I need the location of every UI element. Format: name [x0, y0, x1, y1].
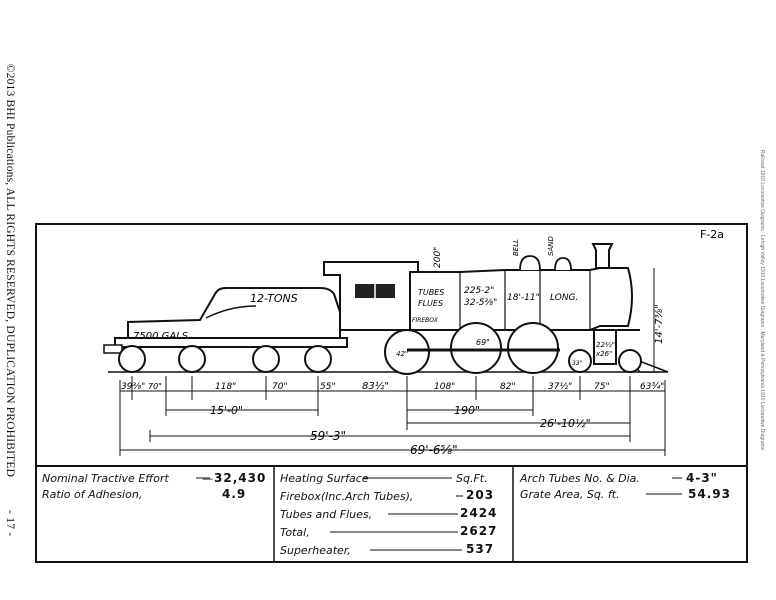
dim-10: 75" [594, 382, 610, 392]
lead-wheel-dia: 33" [572, 360, 583, 367]
adhesion-label: Ratio of Adhesion, [42, 488, 143, 501]
lead-wheel-1 [568, 349, 592, 373]
dim-4: 70" [272, 382, 288, 392]
dim-3: 118" [215, 382, 236, 392]
dim-11: 63¾" [640, 382, 664, 392]
arch-tubes-label: Arch Tubes No. & Dia. [520, 472, 640, 485]
cylinder-size-2: x26" [595, 350, 612, 358]
dim-9: 37½" [548, 382, 572, 392]
tender-water-capacity: 7500 GALS. [133, 331, 191, 342]
trailing-wheel-dia: 42" [396, 350, 408, 358]
tender-wheel-1 [118, 345, 146, 373]
flues-label: FLUES [418, 299, 443, 308]
superheater-label: Superheater, [280, 544, 351, 557]
tender-wheel-3 [252, 345, 280, 373]
tender-coal-capacity: 12-TONS [250, 292, 298, 305]
diagram-frame [35, 223, 748, 563]
spec-table: Nominal Tractive Effort — 32,430 Ratio o… [42, 471, 731, 557]
engine-wheelbase: 26'-10½" [540, 417, 591, 430]
tubes-label: TUBES [418, 288, 444, 297]
dim-7: 108" [434, 382, 455, 392]
sand-dome [554, 257, 572, 271]
driver-dia: 69" [476, 338, 490, 347]
tender-wheel-4 [304, 345, 332, 373]
cab-height: 200" [433, 247, 443, 268]
tubes-flues-label: Tubes and Flues, [280, 508, 373, 521]
arch-tubes-value: 4-3" [686, 471, 718, 485]
steam-dome [519, 255, 541, 271]
grate-area-value: 54.93 [688, 487, 731, 501]
dimension-ticks [119, 376, 666, 456]
total-value: 2627 [460, 524, 498, 538]
total-label: Total, [280, 526, 310, 539]
heating-surface-unit: Sq.Ft. [456, 472, 488, 485]
tender-wheel-2 [178, 345, 206, 373]
dim-6: 83½" [362, 380, 389, 392]
dim-1: 39⅜" [121, 382, 145, 392]
locomotive: TUBES FLUES 225-2" 32-5⅜" 18'-11" LONG. … [323, 236, 669, 373]
superheater-value: 537 [466, 542, 495, 556]
tube-length: 18'-11" [507, 293, 540, 303]
tube-count-1: 225-2" [464, 286, 494, 296]
tender-wheelbase: 15'-0" [210, 404, 243, 417]
trailing-wheel [384, 329, 430, 375]
dim-8: 82" [500, 382, 516, 392]
firebox-value: 203 [466, 488, 495, 502]
bell-label: BELL [512, 239, 520, 256]
tractive-effort-label: Nominal Tractive Effort [42, 472, 169, 485]
cylinder [593, 329, 617, 365]
sand-label: SAND [547, 236, 555, 256]
driver-1 [450, 322, 502, 374]
firebox-label: Firebox(Inc.Arch Tubes), [280, 490, 414, 503]
cylinder-size-1: 22½" [596, 341, 615, 349]
dimension-lines [120, 390, 665, 451]
smokestack [591, 243, 614, 269]
grate-area-label: Grate Area, Sq. ft. [520, 488, 620, 501]
long-label: LONG. [550, 293, 578, 303]
adhesion-value: 4.9 [222, 487, 247, 501]
tubes-flues-value: 2424 [460, 506, 498, 520]
tractive-effort-value: 32,430 [214, 471, 267, 485]
overall-height: 14'-7⅜" [654, 304, 665, 344]
dim-2: 70" [148, 382, 162, 391]
total-wheelbase: 59'-3" [310, 429, 346, 443]
class-label: F-2a [700, 228, 724, 241]
heating-surface-label: Heating Surface [280, 472, 369, 485]
wheels [118, 322, 642, 375]
firebox-label: FIREBOX [412, 317, 439, 324]
tender: 12-TONS 7500 GALS. [103, 287, 348, 354]
tube-count-2: 32-5⅜" [464, 298, 497, 308]
driver-2 [507, 322, 559, 374]
lead-wheel-2 [618, 349, 642, 373]
dim-5: 55" [320, 382, 336, 392]
boiler [409, 267, 633, 331]
overall-length: 69'-6⅝" [410, 443, 458, 457]
driver-wheelbase: 190" [454, 404, 480, 417]
